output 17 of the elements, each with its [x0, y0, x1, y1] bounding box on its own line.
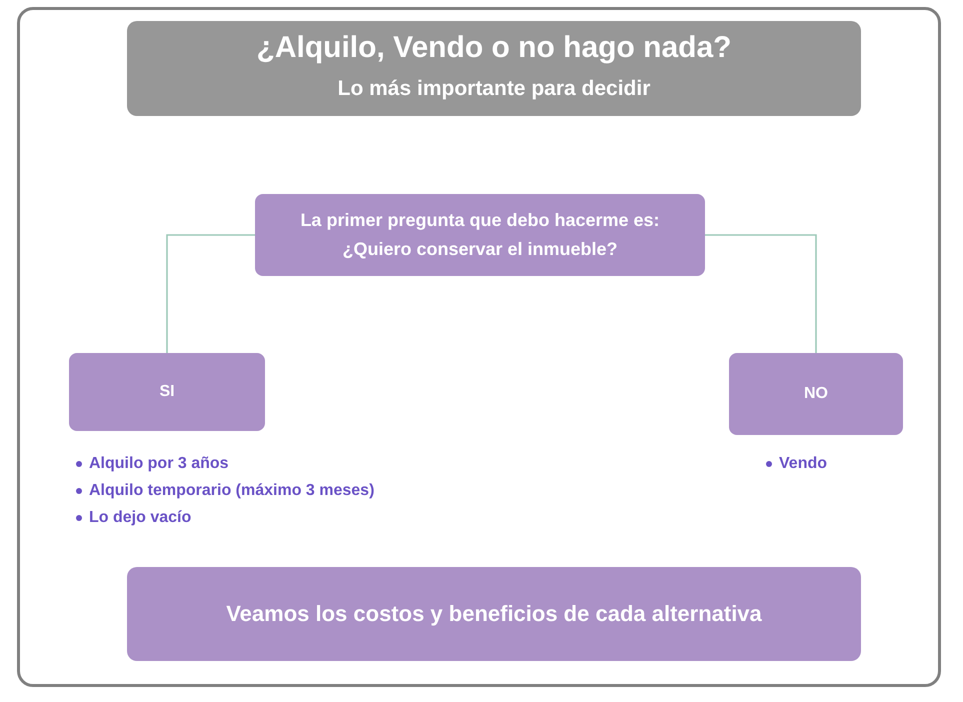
connector-line	[166, 234, 255, 353]
conclusion-box	[127, 567, 861, 661]
question-text: La primer pregunta que debo hacerme es: ¿Quiero conservar el inmueble?	[299, 209, 661, 261]
list-item-text: Vendo	[779, 454, 828, 472]
list-item-text: Alquilo por 3 años	[89, 454, 229, 472]
title-text: ¿Alquilo, Vendo o no hago nada?	[256, 30, 732, 66]
connector-line	[705, 234, 817, 353]
option-box	[729, 353, 903, 435]
option-label: NO	[804, 384, 828, 404]
conclusion-text: Veamos los costos y beneficios de cada alternativa	[226, 600, 762, 628]
subtitle-text: Lo más importante para decidir	[338, 76, 650, 102]
question-box	[255, 194, 705, 276]
option-label: SI	[159, 382, 175, 402]
title-box	[127, 21, 861, 116]
list-item-text: Alquilo temporario (máximo 3 meses)	[89, 482, 374, 500]
option-box	[69, 353, 265, 431]
list-item-text: Lo dejo vacío	[89, 508, 192, 526]
